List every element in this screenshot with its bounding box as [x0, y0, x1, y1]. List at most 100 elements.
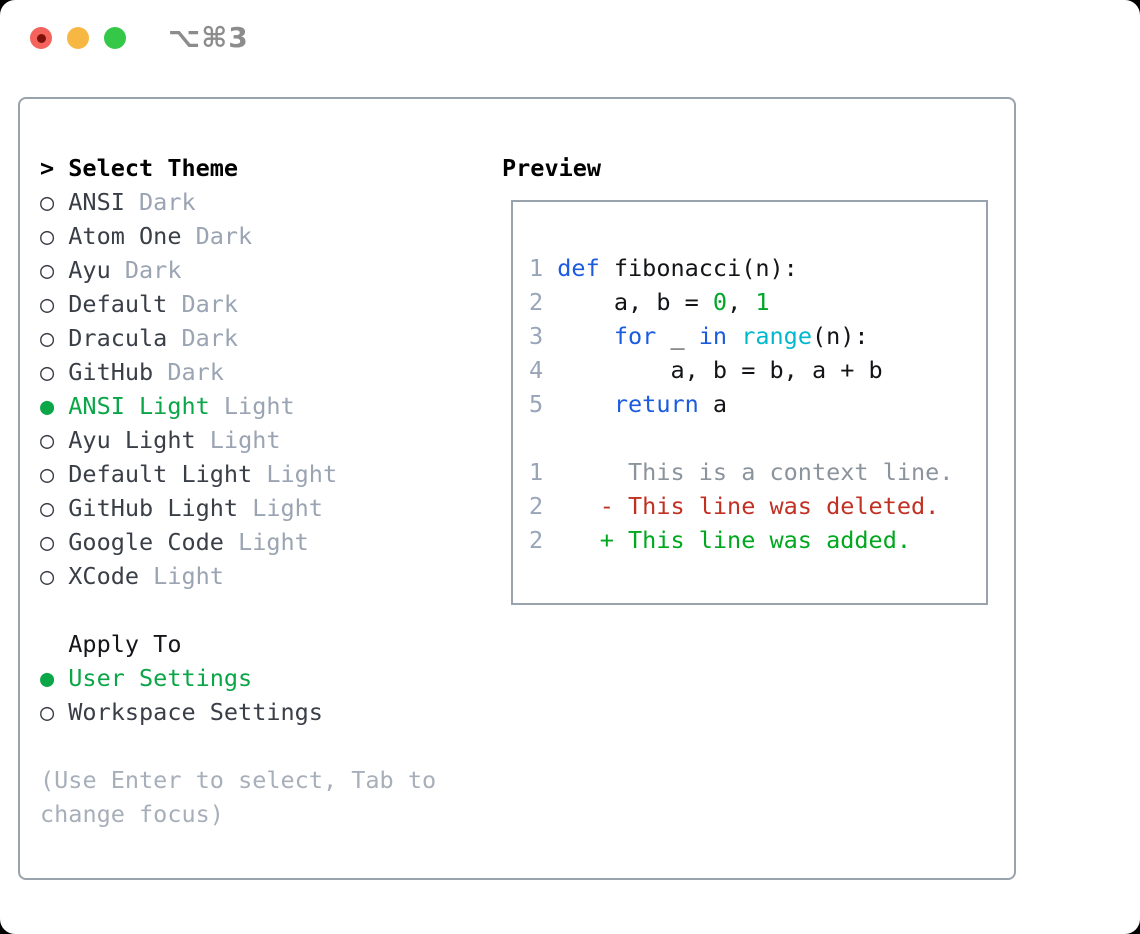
token-del: - This line was deleted. — [557, 492, 940, 520]
token-fn: range — [741, 322, 812, 350]
token-plain: _ — [656, 322, 699, 350]
token-plain — [557, 322, 614, 350]
line-number: 1 — [529, 254, 544, 282]
radio-icon: ○ — [40, 698, 55, 726]
theme-list: ○ANSI Dark○Atom One Dark○Ayu Dark○Defaul… — [40, 185, 450, 593]
apply-to-list: ●User Settings ○ Workspace Settings — [40, 661, 450, 729]
radio-selected-icon: ● — [40, 664, 55, 692]
apply-to-title: Apply To — [68, 630, 182, 658]
theme-variant-tag: Dark — [124, 188, 196, 216]
token-kw: def — [557, 254, 600, 282]
apply-option-user-settings[interactable]: ●User Settings — [40, 661, 450, 695]
radio-icon: ○ — [40, 188, 55, 216]
minimize-button[interactable] — [67, 27, 89, 49]
theme-option-default-light[interactable]: ○ Default Light Light — [40, 457, 450, 491]
select-theme-heading: > Select Theme — [40, 151, 450, 185]
focus-cursor-icon: > — [40, 154, 55, 182]
token-plain — [557, 390, 614, 418]
apply-to-heading: Apply To — [40, 627, 450, 661]
token-plain — [727, 322, 741, 350]
token-plain: , — [727, 288, 756, 316]
preview-heading: Preview — [502, 154, 602, 182]
token-plain: (n): — [811, 322, 869, 350]
theme-name: Ayu Light — [68, 426, 196, 454]
theme-picker-column: >Select Theme ○ANSI Dark○Atom One Dark○A… — [40, 151, 450, 831]
theme-name: XCode — [68, 562, 140, 590]
radio-icon: ○ — [40, 562, 55, 590]
theme-variant-tag: Light — [139, 562, 224, 590]
code-line: 3 for _ in range(n): — [529, 319, 986, 353]
token-lit: 0 — [712, 288, 728, 316]
radio-icon: ○ — [40, 460, 55, 488]
apply-option-workspace-settings[interactable]: ○ Workspace Settings — [40, 695, 450, 729]
theme-option-github[interactable]: ○ GitHub Dark — [40, 355, 450, 389]
token-add: + This line was added. — [557, 526, 911, 554]
code-line: 5 return a — [529, 387, 986, 421]
theme-option-dracula[interactable]: ○Dracula Dark — [40, 321, 450, 355]
theme-option-atom-one[interactable]: ○ Atom One Dark — [40, 219, 450, 253]
radio-icon: ○ — [40, 324, 55, 352]
theme-name: Default Light — [68, 460, 253, 488]
token-plain: a — [698, 390, 728, 418]
token-plain: fibonacci(n): — [599, 254, 798, 282]
line-number: 5 — [529, 390, 544, 418]
theme-variant-tag: Dark — [110, 256, 182, 284]
theme-dialog: >Select Theme ○ANSI Dark○Atom One Dark○A… — [18, 97, 1016, 880]
code-line: 4 a, b = b, a + b — [529, 353, 986, 387]
code-line: 2 - This line was deleted. — [529, 489, 986, 523]
token-plain: a, b = b, a + b — [557, 356, 883, 384]
radio-icon: ○ — [40, 290, 55, 318]
line-number: 2 — [529, 492, 544, 520]
theme-variant-tag: Dark — [181, 222, 253, 250]
theme-option-google-code[interactable]: ○Google Code Light — [40, 525, 450, 559]
line-number: 2 — [529, 526, 544, 554]
theme-variant-tag: Dark — [153, 358, 224, 386]
token-plain: a, b = — [557, 288, 713, 316]
theme-option-ansi[interactable]: ○ANSI Dark — [40, 185, 450, 219]
radio-icon: ○ — [40, 222, 55, 250]
theme-option-default[interactable]: ○ Default Dark — [40, 287, 450, 321]
line-number: 1 — [529, 458, 544, 486]
theme-option-ansi-light[interactable]: ●ANSI Light Light — [40, 389, 450, 423]
token-kw: for — [613, 322, 657, 350]
token-lit: 1 — [755, 288, 770, 316]
theme-variant-tag: Light — [223, 528, 309, 556]
apply-option-label: Workspace Settings — [68, 698, 323, 726]
theme-variant-tag: Dark — [167, 324, 239, 352]
radio-icon: ○ — [40, 256, 55, 284]
code-line: 1 This is a context line. — [529, 455, 986, 489]
line-number: 3 — [529, 322, 544, 350]
theme-option-github-light[interactable]: ○GitHub Light Light — [40, 491, 450, 525]
radio-icon: ○ — [40, 358, 55, 386]
window-shortcut-label: ⌥⌘3 — [168, 21, 249, 54]
theme-option-ayu[interactable]: ○Ayu Dark — [40, 253, 450, 287]
token-kw: return — [613, 390, 699, 418]
theme-name: Default — [68, 290, 168, 318]
select-theme-title: Select Theme — [68, 154, 239, 182]
titlebar: ⌥⌘3 — [0, 0, 1140, 76]
theme-variant-tag: Light — [238, 494, 323, 522]
theme-variant-tag: Dark — [167, 290, 239, 318]
line-number: 2 — [529, 288, 544, 316]
theme-name: GitHub — [68, 358, 154, 386]
heading-indent — [40, 627, 68, 661]
code-line: 2 a, b = 0, 1 — [529, 285, 986, 319]
theme-variant-tag: Light — [252, 460, 338, 488]
theme-name: GitHub Light — [68, 494, 239, 522]
theme-name: Atom One — [68, 222, 182, 250]
close-button[interactable] — [30, 27, 52, 49]
theme-variant-tag: Light — [195, 426, 281, 454]
theme-option-ayu-light[interactable]: ○ Ayu Light Light — [40, 423, 450, 457]
help-text: (Use Enter to select, Tab to change focu… — [40, 766, 437, 828]
radio-icon: ○ — [40, 528, 55, 556]
radio-selected-icon: ● — [40, 392, 55, 420]
theme-option-xcode[interactable]: ○ XCode Light — [40, 559, 450, 593]
token-ctx: This is a context line. — [557, 458, 954, 486]
code-blank-line — [529, 421, 986, 455]
zoom-button[interactable] — [104, 27, 126, 49]
radio-icon: ○ — [40, 426, 55, 454]
close-dot-icon — [36, 33, 46, 43]
theme-variant-tag: Light — [209, 392, 295, 420]
